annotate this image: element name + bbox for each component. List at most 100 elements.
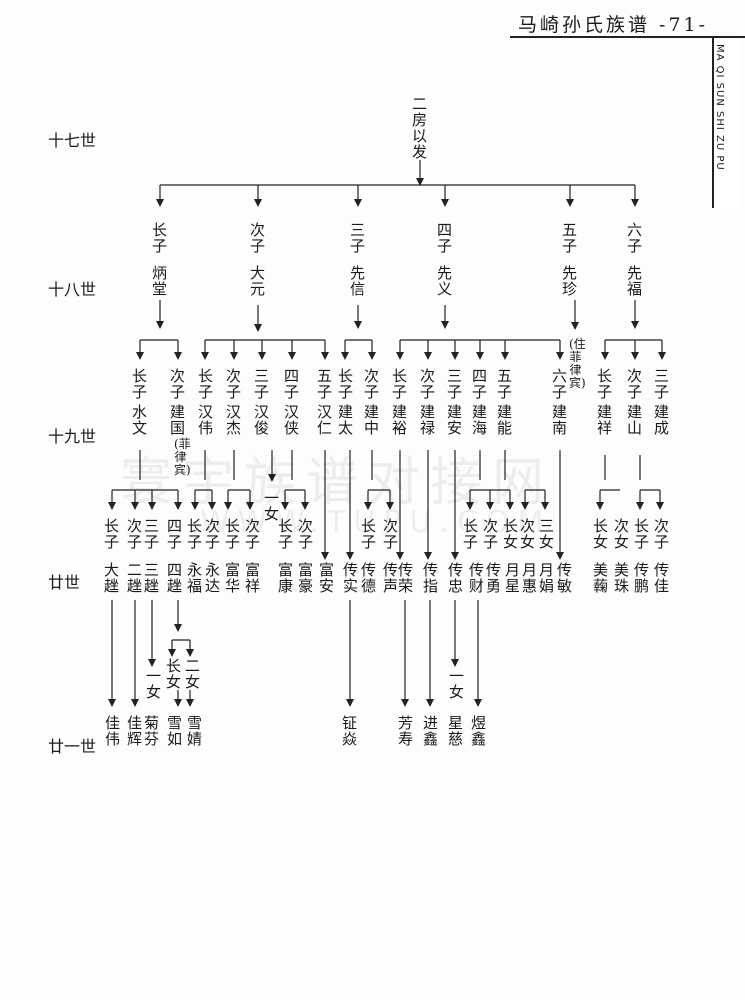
gen19-name: 建能 — [496, 403, 512, 437]
gen19-name: 建太 — [337, 403, 353, 437]
gen21-name: 菊芬 — [143, 714, 159, 748]
gen20-rank: 长子 — [360, 517, 376, 551]
gen18-rank: 六子 — [626, 221, 642, 255]
gen18-rank: 四子 — [436, 221, 452, 255]
gen19-rank: 五子 — [496, 367, 512, 401]
gen20-name: 传忠 — [447, 561, 463, 595]
gen20-rank: 次子 — [244, 517, 260, 551]
gen-18-label: 十八世 — [48, 280, 97, 299]
gen20-rank: 次女 — [613, 517, 629, 551]
gen19-rank: 长子 — [131, 367, 147, 401]
gen18-note: (住菲律宾) — [569, 337, 586, 390]
gen20-name: 三趖 — [143, 561, 159, 595]
gen18-rank: 三子 — [349, 221, 365, 255]
gen19-name: 汉俊 — [253, 403, 269, 437]
root-node: 二房以发 — [411, 95, 427, 161]
gen21-name: 芳寿 — [397, 714, 413, 748]
gen20-rank: 次子 — [297, 517, 313, 551]
gen-17-label: 十七世 — [48, 131, 97, 150]
gen-19-label: 十九世 — [48, 427, 97, 446]
gen18-name: 先珍 — [561, 264, 577, 298]
gen20-rank: 次子 — [382, 517, 398, 551]
gen20-name: 月惠 — [521, 561, 537, 595]
gen21-name: 雪婧 — [186, 714, 202, 748]
gen18-name: 先信 — [349, 264, 365, 298]
gen21-name: 星慈 — [447, 714, 463, 748]
header-rule — [510, 36, 745, 38]
gen20-rank: 长女 — [502, 517, 518, 551]
gen21-name: 钲焱 — [341, 714, 357, 748]
gen20-name: 美珠 — [613, 561, 629, 595]
gen19-rank: 长子 — [197, 367, 213, 401]
gen20-name: 传声 — [382, 561, 398, 595]
gen18-rank: 长子 — [151, 221, 167, 255]
gen19-name: 建裕 — [391, 403, 407, 437]
gen21-name: 雪如 — [166, 714, 182, 748]
gen19-name: 汉侠 — [283, 403, 299, 437]
gen20-name: 永达 — [204, 561, 220, 595]
gen20-name: 传鹏 — [633, 561, 649, 595]
gen21-name: 煜鑫 — [470, 714, 486, 748]
gen20-rank: 三女 — [538, 517, 554, 551]
gen20-daughter: 二女 — [184, 657, 200, 691]
gen20-name: 富华 — [224, 561, 240, 595]
gen18-rank: 次子 — [249, 221, 265, 255]
gen19-name: 水文 — [131, 403, 147, 437]
gen19-name: 建安 — [446, 403, 462, 437]
gen20-rank: 次子 — [126, 517, 142, 551]
gen18-name: 先义 — [436, 264, 452, 298]
gen20-rank: 长子 — [277, 517, 293, 551]
gen19-name: 汉仁 — [316, 403, 332, 437]
gen20-rank: 次女 — [519, 517, 535, 551]
gen20-name: 富康 — [277, 561, 293, 595]
gen19-rank: 次子 — [225, 367, 241, 401]
gen20-name: 富豪 — [297, 561, 313, 595]
gen19-name: 建山 — [626, 403, 642, 437]
gen20-name: 传德 — [360, 561, 376, 595]
gen20-name: 传实 — [342, 561, 358, 595]
gen20-name: 传敏 — [556, 561, 572, 595]
gen20-name: 二趖 — [126, 561, 142, 595]
gen20-name: 传荣 — [397, 561, 413, 595]
gen20-name: 月娟 — [538, 561, 554, 595]
gen20-name: 四趖 — [166, 561, 182, 595]
gen20-rank: 次子 — [653, 517, 669, 551]
gen20-daughter: 长女 — [165, 657, 181, 691]
gen19-rank: 次子 — [419, 367, 435, 401]
gen19-rank: 次子 — [363, 367, 379, 401]
gen19-rank: 三子 — [653, 367, 669, 401]
gen20-rank: 长子 — [103, 517, 119, 551]
gen19-rank: 长子 — [596, 367, 612, 401]
gen19-rank: 五子 — [316, 367, 332, 401]
gen20-name: 传勇 — [485, 561, 501, 595]
gen19-rank: 次子 — [626, 367, 642, 401]
gen19-rank: 六子 — [551, 367, 567, 401]
gen18-name: 炳堂 — [151, 264, 167, 298]
gen19-rank: 次子 — [169, 367, 185, 401]
gen19-name: 建国 — [169, 403, 185, 437]
gen19-rank: 三子 — [253, 367, 269, 401]
gen20-name: 美䕮 — [592, 561, 608, 595]
gen20-rank: 长子 — [186, 517, 202, 551]
gen20-daughter: 一女 — [263, 489, 279, 523]
gen19-note: (菲律宾) — [174, 437, 191, 477]
gen19-rank: 四子 — [471, 367, 487, 401]
gen-21-label: 廿一世 — [48, 737, 97, 756]
side-tab-text: MA QI SUN SHI ZU PU — [714, 44, 725, 171]
watermark-en: WWW.TUPU.COM — [200, 505, 552, 540]
gen19-rank: 四子 — [283, 367, 299, 401]
gen18-name: 大元 — [249, 264, 265, 298]
page-header-title: 马崎孙氏族谱 -71- — [518, 14, 709, 36]
gen21-name: 佳伟 — [104, 714, 120, 748]
gen21-name: 进鑫 — [422, 714, 438, 748]
gen20-daughter: 一女 — [448, 667, 464, 701]
gen20-rank: 长子 — [224, 517, 240, 551]
gen20-name: 富安 — [318, 561, 334, 595]
gen20-rank: 次子 — [482, 517, 498, 551]
gen20-rank: 次子 — [204, 517, 220, 551]
gen20-rank: 长子 — [462, 517, 478, 551]
gen20-rank: 四子 — [166, 517, 182, 551]
gen19-rank: 三子 — [446, 367, 462, 401]
gen20-rank: 三子 — [143, 517, 159, 551]
